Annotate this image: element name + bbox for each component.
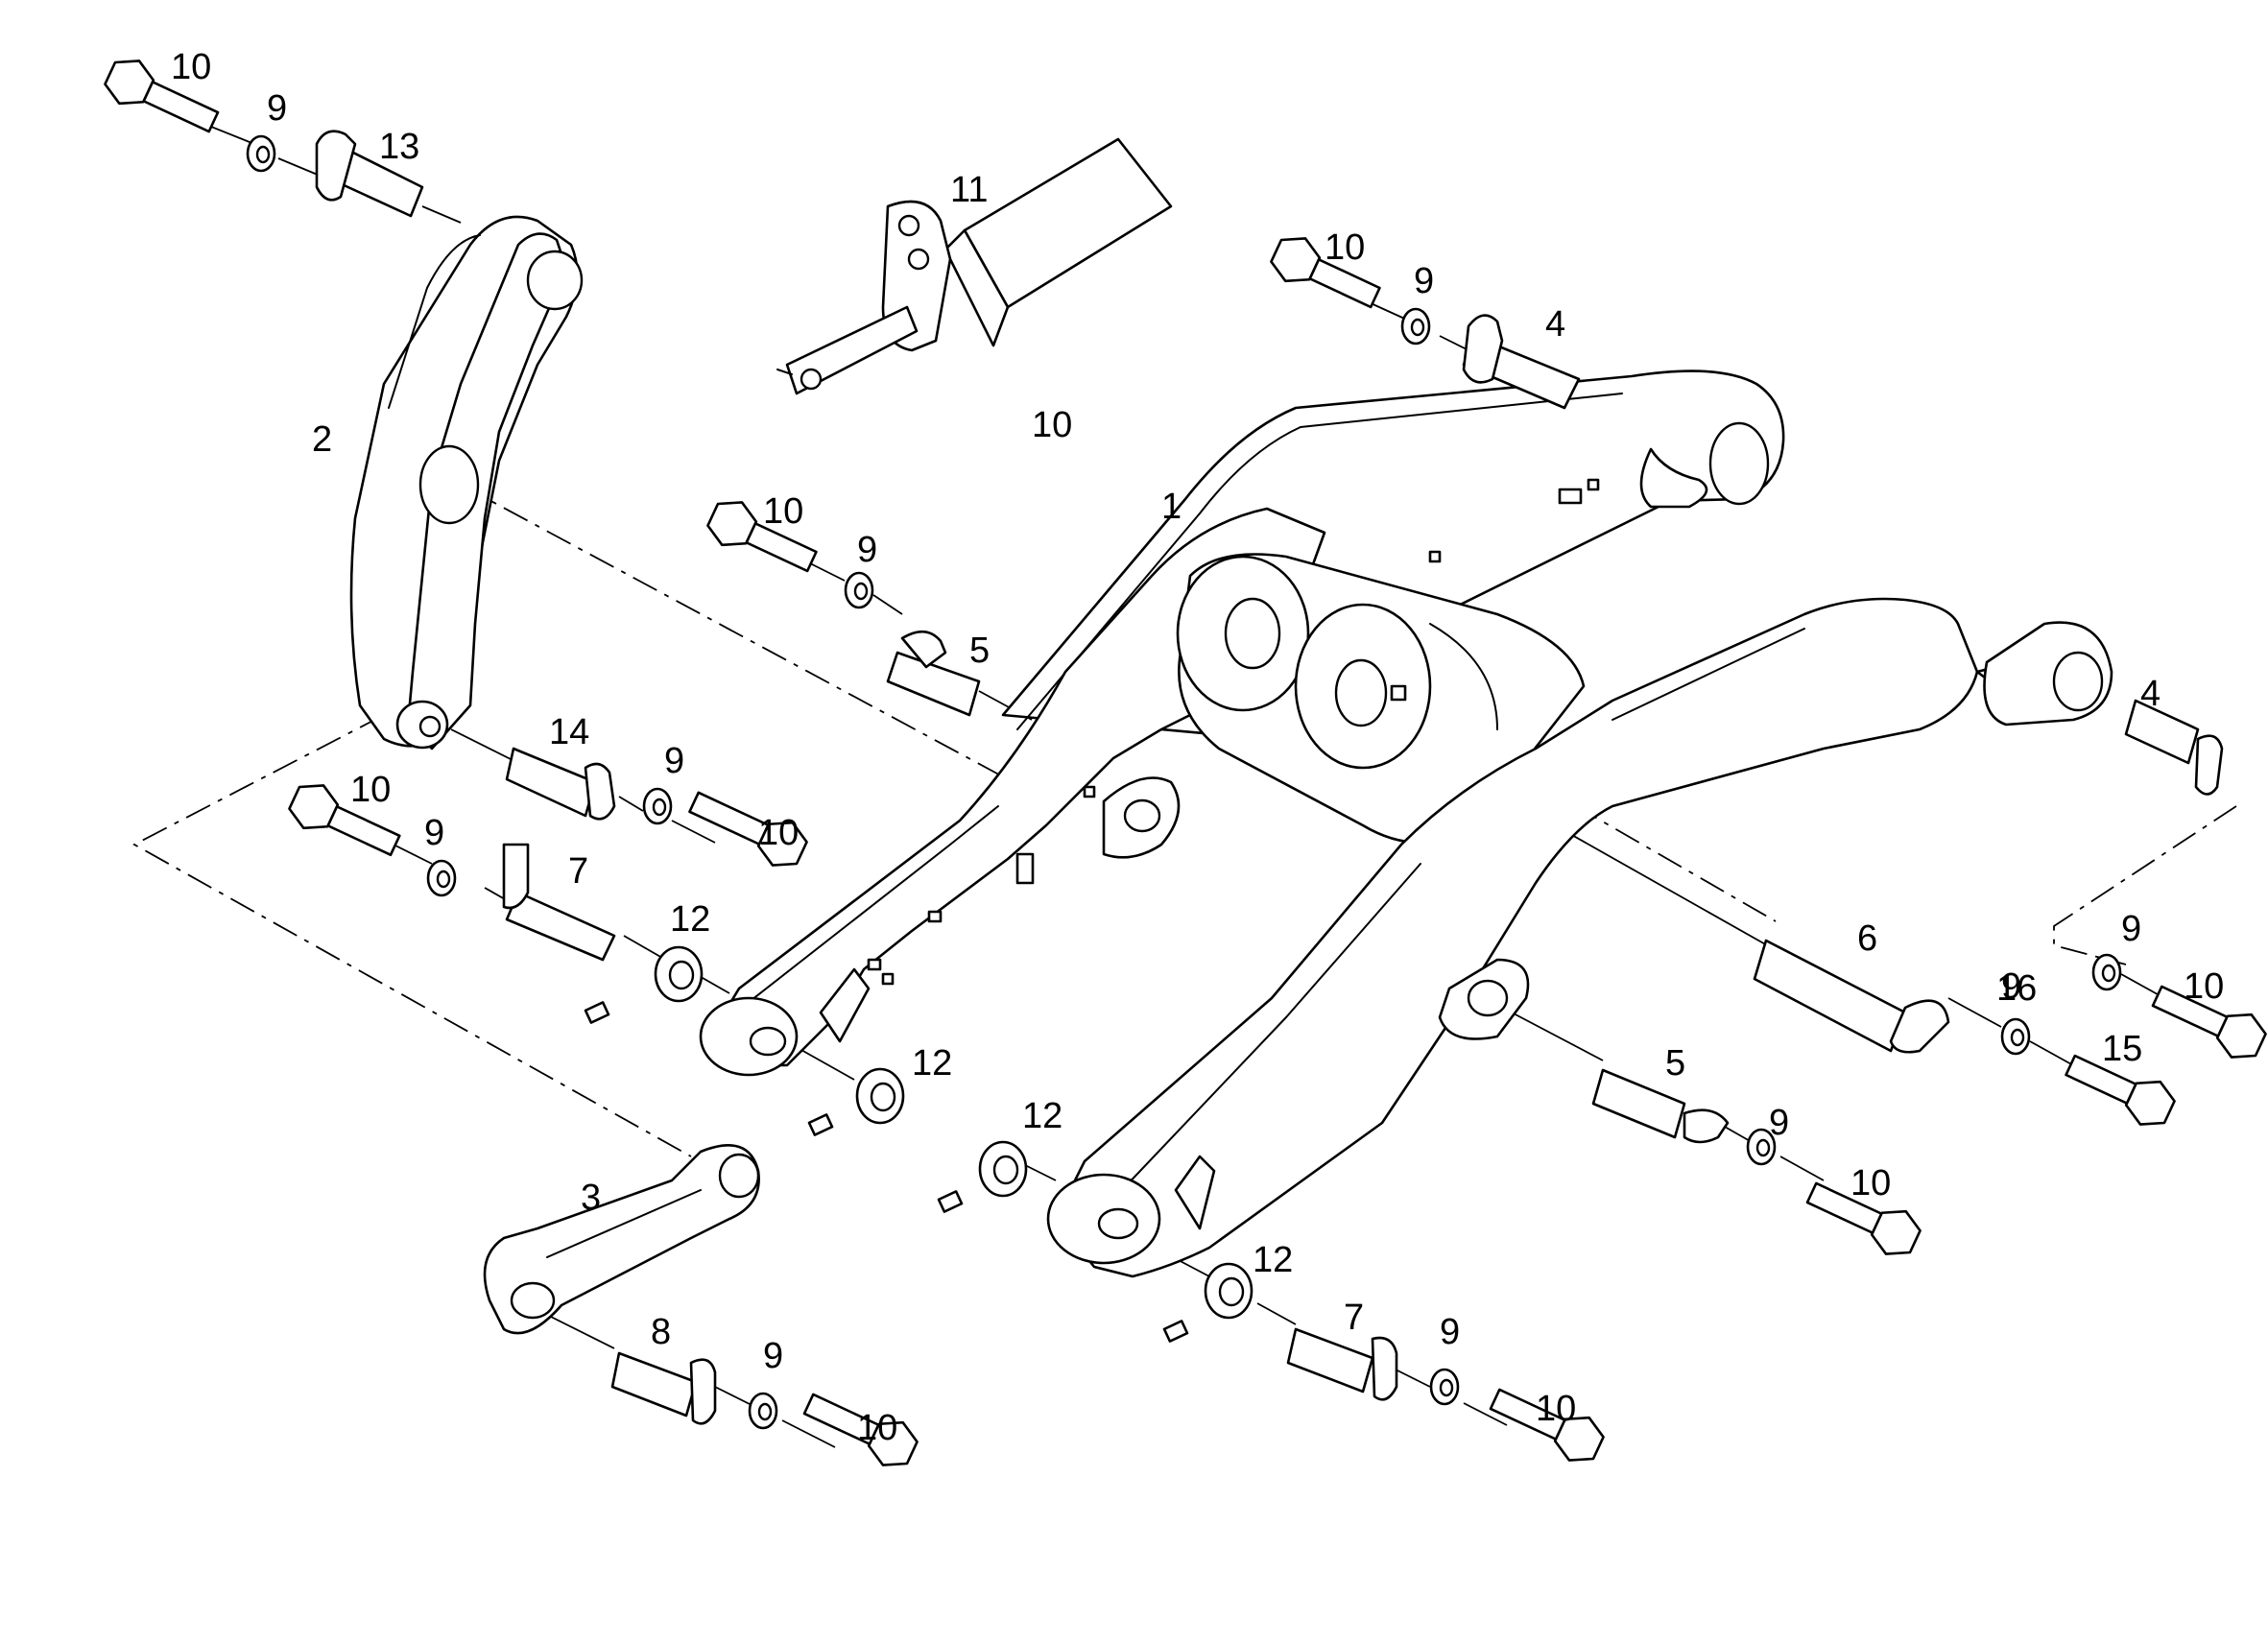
bracket-plate [776, 137, 1173, 395]
bolt-10c [706, 501, 818, 573]
callout-numbers: 1 2 3 4 4 5 5 6 7 7 8 9 9 9 9 9 9 9 9 9 … [171, 47, 2224, 1448]
bolt-10g [1489, 1388, 1605, 1462]
callout-5-top: 5 [969, 631, 990, 671]
callout-7-left: 7 [568, 851, 588, 892]
lift-arm-frame [699, 369, 2113, 1278]
callout-10-b: 10 [1325, 227, 1365, 268]
callout-9-e: 9 [424, 813, 444, 853]
callout-10-e: 10 [758, 813, 799, 853]
bolt-10h [1805, 1181, 1922, 1255]
callout-9-i: 9 [2121, 909, 2141, 949]
right-arm [1054, 597, 1979, 1278]
callout-4-right: 4 [2140, 674, 2161, 714]
front-arm-lug [699, 996, 799, 1077]
callout-9-f: 9 [763, 1336, 783, 1376]
callout-2: 2 [312, 419, 332, 460]
callout-7-bottom: 7 [1344, 1298, 1364, 1338]
callout-10-i: 10 [2184, 966, 2224, 1007]
pin-7b [1286, 1327, 1398, 1401]
callout-15: 15 [2102, 1029, 2142, 1069]
bolt-10a [104, 60, 220, 133]
pin-13 [315, 130, 424, 218]
pin-8 [610, 1351, 717, 1425]
callout-14: 14 [549, 712, 589, 752]
rear-arm-top-bore [1708, 421, 1770, 506]
callout-12-c: 12 [1022, 1096, 1062, 1136]
front-arm [708, 507, 1326, 1067]
bolt-10e [688, 791, 808, 867]
pin-4a [1462, 314, 1581, 410]
callout-16: 16 [1996, 968, 2037, 1009]
callout-10-c: 10 [763, 491, 803, 532]
bolt-10d [288, 784, 401, 857]
callout-10-h: 10 [1850, 1163, 1891, 1203]
pin-14 [505, 747, 616, 821]
pin-4b [2124, 699, 2224, 796]
callout-13: 13 [379, 127, 419, 167]
callout-9-j: 9 [2001, 966, 2021, 1007]
callout-4-top: 4 [1545, 304, 1565, 345]
callout-10-j: 10 [1032, 405, 1072, 445]
callout-9-c: 9 [857, 530, 877, 570]
callout-9-g: 9 [1440, 1312, 1460, 1352]
callout-8: 8 [651, 1312, 671, 1352]
pin-5a [886, 630, 981, 717]
callout-10-a: 10 [171, 47, 211, 87]
callout-9-h: 9 [1769, 1103, 1789, 1143]
pin-6 [1753, 939, 1950, 1054]
callout-6: 6 [1857, 918, 1877, 959]
grease-nipples [584, 1001, 1189, 1343]
callout-9-a: 9 [267, 88, 287, 129]
callout-10-g: 10 [1536, 1389, 1576, 1429]
link-rod [483, 1144, 760, 1335]
spacer-rings [654, 945, 1253, 1320]
bolt-15 [2065, 1054, 2176, 1126]
callout-3: 3 [581, 1178, 601, 1218]
bolt-10f [802, 1393, 919, 1466]
bolt-10b [1270, 237, 1381, 309]
callout-12-d: 12 [1253, 1240, 1293, 1280]
callout-11: 11 [950, 170, 988, 210]
callout-1: 1 [1161, 487, 1182, 527]
callout-10-d: 10 [350, 770, 391, 810]
washers [246, 134, 2122, 1430]
rocker-lever [349, 215, 584, 751]
callout-9-b: 9 [1414, 261, 1434, 301]
callout-9-d: 9 [664, 741, 684, 781]
bolt-10i [2151, 985, 2267, 1059]
pin-7a [502, 843, 616, 962]
callout-5-bottom: 5 [1665, 1043, 1685, 1084]
callout-12-b: 12 [912, 1043, 952, 1084]
pin-5b [1591, 1068, 1730, 1144]
callout-12-a: 12 [670, 899, 710, 940]
callout-10-f: 10 [857, 1408, 897, 1448]
